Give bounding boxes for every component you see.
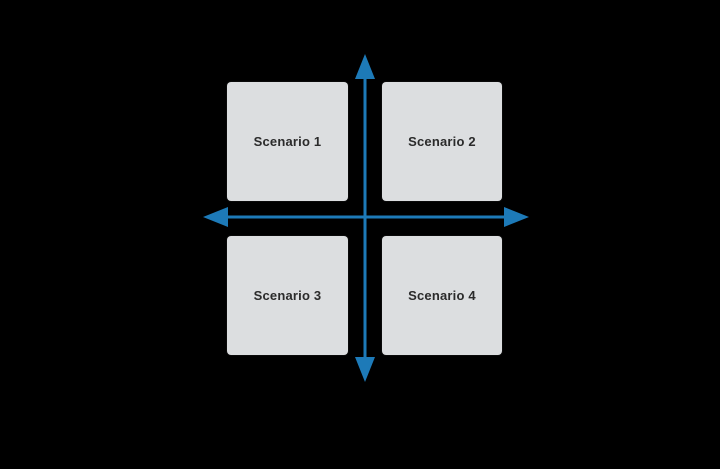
quadrant-4-label: Scenario 4 — [408, 288, 476, 303]
quadrant-box-2: Scenario 2 — [382, 82, 502, 201]
horizontal-axis-arrow — [203, 207, 529, 227]
quadrant-3-label: Scenario 3 — [253, 288, 322, 303]
quadrant-2-label: Scenario 2 — [408, 134, 476, 149]
quadrant-box-4: Scenario 4 — [382, 236, 502, 355]
quadrant-1-label: Scenario 1 — [253, 134, 322, 149]
quadrant-box-3: Scenario 3 — [227, 236, 348, 355]
arrowhead-left-icon — [203, 207, 228, 227]
arrowhead-down-icon — [355, 357, 375, 382]
arrowhead-right-icon — [504, 207, 529, 227]
quadrant-box-1: Scenario 1 — [227, 82, 348, 201]
arrowhead-up-icon — [355, 54, 375, 79]
